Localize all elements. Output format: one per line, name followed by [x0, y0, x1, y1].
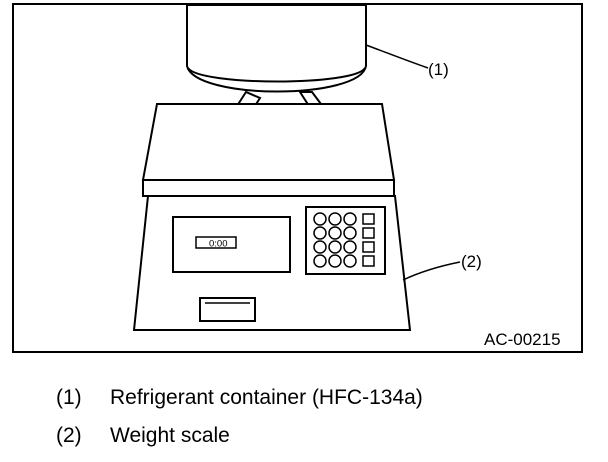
- scale-display-readout-box: [195, 236, 237, 249]
- legend-number: (2): [56, 424, 82, 447]
- keypad-key: [343, 212, 357, 226]
- legend-item-1: (1) Refrigerant container (HFC-134a): [56, 386, 423, 410]
- keypad-key: [313, 240, 327, 254]
- keypad-function-key: [362, 213, 375, 225]
- keypad-key: [313, 226, 327, 240]
- keypad-key: [313, 212, 327, 226]
- container-body: [186, 4, 367, 93]
- keypad-key: [328, 240, 342, 254]
- legend-text: Refrigerant container (HFC-134a): [110, 386, 423, 409]
- scale-platform: [141, 103, 396, 181]
- scale-card-slot: [199, 297, 256, 322]
- figure-code: AC-00215: [484, 330, 561, 349]
- legend-number: (1): [56, 386, 82, 409]
- keypad-function-key: [362, 227, 375, 239]
- keypad-key: [343, 226, 357, 240]
- leader-line-1: [365, 44, 429, 69]
- scale-platform-edge: [142, 179, 395, 197]
- scale-keypad: [313, 212, 375, 268]
- keypad-key: [328, 254, 342, 268]
- leader-lines: [365, 44, 461, 281]
- legend-item-2: (2) Weight scale: [56, 424, 230, 448]
- scale-display-reading: 0:00: [209, 239, 228, 250]
- callout-1: (1): [428, 60, 449, 79]
- keypad-key: [343, 240, 357, 254]
- leader-line-2: [402, 261, 461, 281]
- keypad-function-key: [362, 255, 375, 267]
- keypad-function-key: [362, 241, 375, 253]
- callout-2: (2): [461, 252, 482, 271]
- keypad-key: [313, 254, 327, 268]
- container-bottom-rim: [187, 67, 366, 83]
- keypad-key: [328, 212, 342, 226]
- keypad-key: [328, 226, 342, 240]
- keypad-key: [343, 254, 357, 268]
- legend-text: Weight scale: [110, 424, 230, 447]
